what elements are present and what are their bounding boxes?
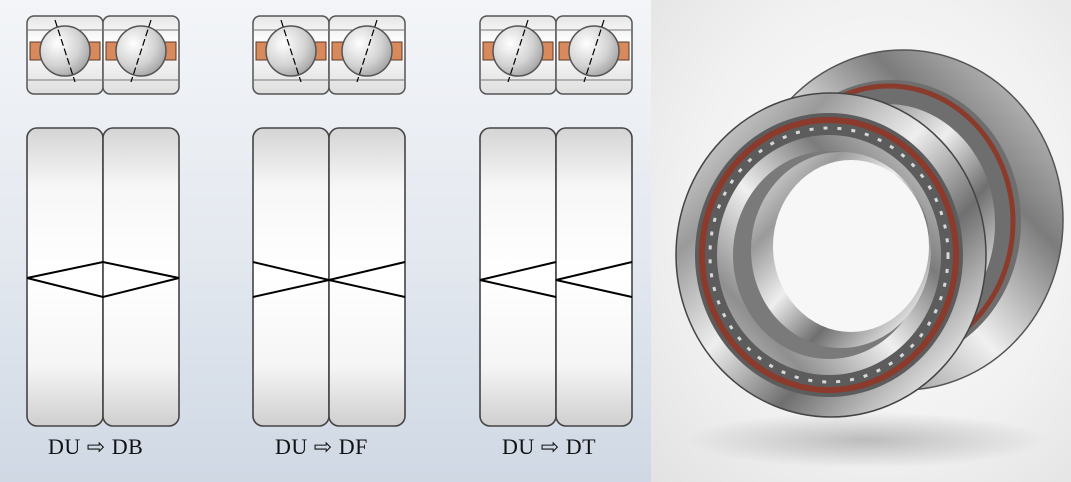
arrow-icon: ⇨ xyxy=(540,434,560,459)
arrangement-df-section xyxy=(252,127,406,427)
contact-line xyxy=(252,278,406,298)
arrangement-diagram-panel: DU ⇨ DB DU ⇨ DF DU ⇨ DT xyxy=(0,0,651,482)
arrangement-diagrams xyxy=(26,15,633,427)
to-label: DT xyxy=(565,434,597,459)
contact-line xyxy=(479,261,557,298)
arrangement-db-label: DU ⇨ DB xyxy=(48,434,143,460)
arrangement-df-label: DU ⇨ DF xyxy=(275,434,368,460)
contact-line xyxy=(26,260,180,299)
arrangement-db-top-view xyxy=(26,15,180,95)
arrow-icon: ⇨ xyxy=(313,434,333,459)
arrangement-dt-top-view xyxy=(479,15,633,95)
arrangement-db-section xyxy=(26,127,180,427)
arrangement-df-top-view xyxy=(252,15,406,95)
arrow-icon: ⇨ xyxy=(86,434,106,459)
from-label: DU xyxy=(48,434,81,459)
from-label: DU xyxy=(502,434,535,459)
bearing-photo-icon xyxy=(675,49,1064,468)
from-label: DU xyxy=(275,434,308,459)
arrangement-dt-label: DU ⇨ DT xyxy=(502,434,596,460)
to-label: DB xyxy=(111,434,144,459)
arrangement-dt-section xyxy=(479,127,633,427)
bearing-photo xyxy=(651,0,1071,482)
to-label: DF xyxy=(338,434,368,459)
contact-line xyxy=(555,261,633,298)
